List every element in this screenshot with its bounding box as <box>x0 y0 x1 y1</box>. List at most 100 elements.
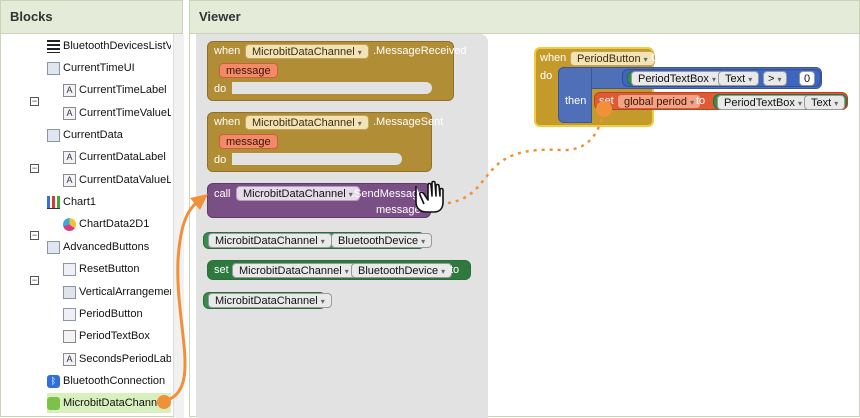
collapse-toggle[interactable]: − <box>30 230 39 240</box>
tree-item[interactable]: CurrentTimeUI <box>47 58 171 78</box>
tree-item[interactable]: AdvancedButtons <box>47 237 171 257</box>
statement-slot <box>232 82 432 94</box>
microbit-icon <box>47 396 60 410</box>
component-dropdown[interactable]: MicrobitDataChannel ▾ <box>208 293 332 308</box>
tree-item-label: CurrentTimeLabel <box>79 84 167 96</box>
property-dropdown[interactable]: BluetoothDevice ▾ <box>331 233 433 248</box>
arg-message: message <box>376 204 421 216</box>
statement-slot <box>232 153 402 165</box>
set-variable-block[interactable]: set global period ▾ to PeriodTextBox ▾ T… <box>594 92 848 110</box>
component-dropdown[interactable]: MicrobitDataChannel ▾ <box>245 115 369 130</box>
property-dropdown[interactable]: Text ▾ <box>804 95 846 110</box>
number-field[interactable]: 0 <box>799 71 816 86</box>
do-label: do <box>540 70 553 82</box>
label-icon: A <box>63 106 76 120</box>
label-icon: A <box>63 173 76 187</box>
then-label: then <box>565 95 587 107</box>
event-name: .Click <box>648 52 675 64</box>
tree-item[interactable]: MicrobitDataChannel <box>47 393 171 413</box>
button-icon <box>63 262 76 276</box>
to-label: to <box>450 264 460 276</box>
tree-item[interactable]: Chart1 <box>47 192 171 212</box>
compare-block[interactable]: PeriodTextBox ▾ Text ▾ > ▾ 0 <box>622 69 821 87</box>
setter-block-bluetooth-device[interactable]: set MicrobitDataChannel ▾ BluetoothDevic… <box>207 260 471 280</box>
tree-item-label: ResetButton <box>79 263 140 275</box>
tree-item[interactable]: PeriodButton <box>63 304 171 324</box>
event-block-message-received[interactable]: when MicrobitDataChannel ▾ .MessageRecei… <box>207 41 467 101</box>
pie-icon <box>63 217 76 231</box>
param-message[interactable]: message <box>219 63 278 78</box>
when-label: when <box>214 116 241 128</box>
collapse-toggle[interactable]: − <box>30 96 39 106</box>
label-icon: A <box>63 83 76 97</box>
component-dropdown[interactable]: PeriodButton ▾ <box>570 51 655 66</box>
blocks-scrollbar[interactable] <box>173 34 184 418</box>
tree-item[interactable]: VerticalArrangement1 <box>63 282 171 302</box>
getter-block-period-text[interactable]: PeriodTextBox ▾ Text ▾ <box>713 94 847 110</box>
when-label: when <box>214 45 241 57</box>
collapse-toggle[interactable]: − <box>30 163 39 173</box>
component-dropdown[interactable]: MicrobitDataChannel ▾ <box>232 263 356 278</box>
if-block-body: then <box>558 67 592 123</box>
component-dropdown[interactable]: MicrobitDataChannel ▾ <box>245 44 369 59</box>
variable-dropdown[interactable]: global period ▾ <box>617 94 702 109</box>
collapse-toggle[interactable]: − <box>30 275 39 285</box>
set-label: set <box>599 95 614 107</box>
property-dropdown[interactable]: BluetoothDevice ▾ <box>351 263 453 278</box>
event-name: .MessageReceived <box>373 45 467 57</box>
arrangement-icon <box>63 285 76 299</box>
list-icon <box>47 39 60 53</box>
set-label: set <box>214 264 229 276</box>
tree-item-label: CurrentDataValueLabel <box>79 174 171 186</box>
do-label: do <box>214 154 227 166</box>
component-dropdown[interactable]: PeriodTextBox ▾ <box>631 71 724 86</box>
do-label: do <box>214 83 227 95</box>
component-dropdown[interactable]: MicrobitDataChannel ▾ <box>236 186 360 201</box>
tree-item-label: CurrentTimeValueLabel <box>79 107 171 119</box>
textbox-icon <box>63 329 76 343</box>
operator-dropdown[interactable]: > ▾ <box>763 71 787 86</box>
bluetooth-icon: ᛒ <box>47 374 60 388</box>
tree-item[interactable]: ChartData2D1 <box>63 214 171 234</box>
viewer-panel-title: Viewer <box>190 1 859 34</box>
blocks-panel-title: Blocks <box>1 1 182 34</box>
tree-item-label: VerticalArrangement1 <box>79 286 171 298</box>
tree-item[interactable]: BluetoothDevicesListView <box>47 36 171 56</box>
tree-item-label: ChartData2D1 <box>79 218 150 230</box>
call-block-send-message[interactable]: call MicrobitDataChannel ▾ .SendMessage … <box>207 183 431 218</box>
component-dropdown[interactable]: PeriodTextBox ▾ <box>717 95 810 110</box>
when-label: when <box>540 52 567 64</box>
image-icon <box>47 61 60 75</box>
tree-item[interactable]: ACurrentTimeValueLabel <box>63 103 171 123</box>
tree-item[interactable]: ACurrentDataValueLabel <box>63 170 171 190</box>
getter-block-period-text[interactable]: PeriodTextBox ▾ Text ▾ <box>627 71 760 86</box>
method-name: .SendMessage <box>351 188 425 200</box>
tree-item-label: BluetoothDevicesListView <box>63 40 171 52</box>
tree-item[interactable]: ResetButton <box>63 259 171 279</box>
blocks-panel: Blocks BluetoothDevicesListView − CurrentT… <box>0 0 184 418</box>
getter-block-bluetooth-device[interactable]: MicrobitDataChannel ▾ BluetoothDevice ▾ <box>203 232 433 249</box>
tree-item-label: Chart1 <box>63 196 97 208</box>
to-label: to <box>696 95 706 107</box>
tree-item-label: CurrentData <box>63 129 123 141</box>
tree-item[interactable]: CurrentData <box>47 125 171 145</box>
property-dropdown[interactable]: Text ▾ <box>718 71 760 86</box>
param-message[interactable]: message <box>219 134 278 149</box>
tree-item-label: MicrobitDataChannel <box>63 397 166 409</box>
tree-item-label: CurrentDataLabel <box>79 151 166 163</box>
call-label: call <box>214 188 231 200</box>
tree-item[interactable]: PeriodTextBox <box>63 326 171 346</box>
tree-item-label: CurrentTimeUI <box>63 62 135 74</box>
component-dropdown[interactable]: MicrobitDataChannel ▾ <box>208 233 332 248</box>
tree-item-label: AdvancedButtons <box>63 241 150 253</box>
image-icon <box>47 128 60 142</box>
label-icon: A <box>63 352 76 366</box>
event-block-message-sent[interactable]: when MicrobitDataChannel ▾ .MessageSent … <box>207 112 443 172</box>
label-icon: A <box>63 150 76 164</box>
image-icon <box>47 240 60 254</box>
component-block-microbit[interactable]: MicrobitDataChannel ▾ <box>203 292 332 309</box>
